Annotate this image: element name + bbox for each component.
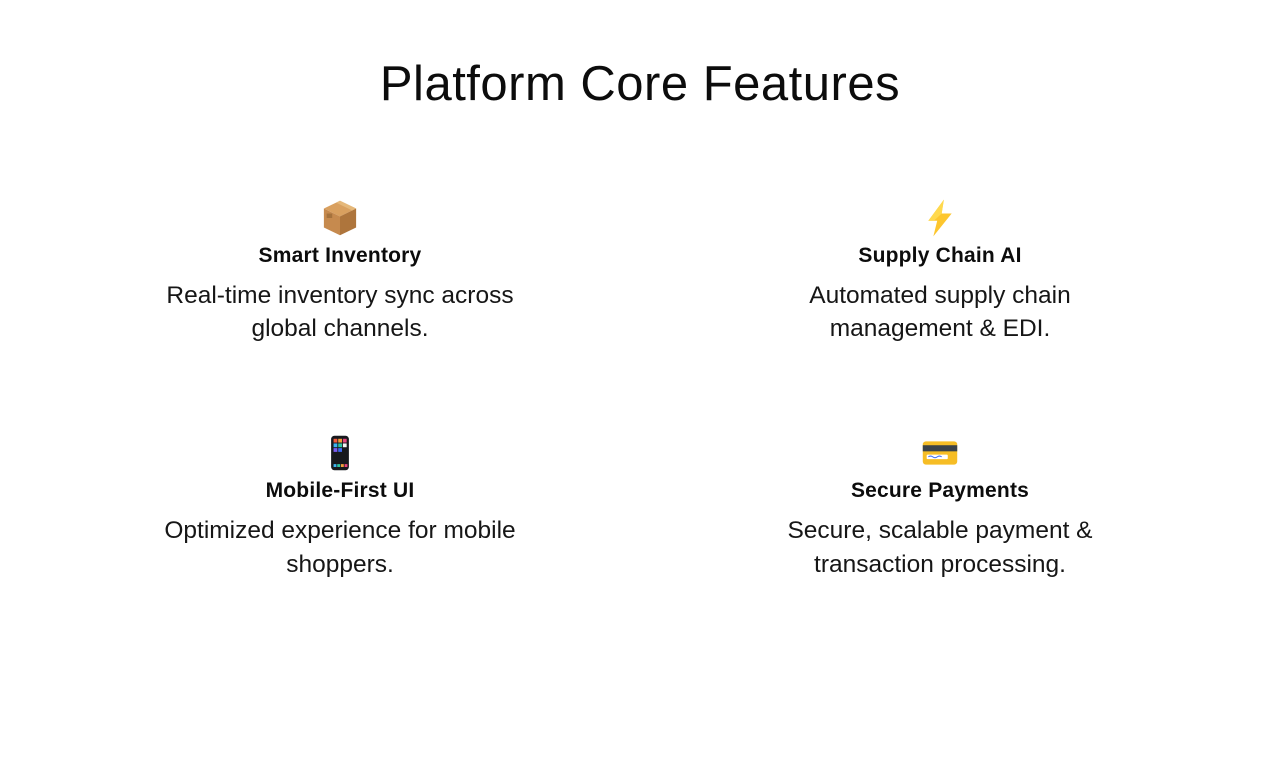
package-icon [60,196,620,240]
features-grid: Smart Inventory Real-time inventory sync… [60,196,1220,580]
feature-title: Secure Payments [850,479,1030,503]
feature-card-smart-inventory: Smart Inventory Real-time inventory sync… [60,196,620,345]
feature-title: Supply Chain AI [858,244,1022,268]
slide: Platform Core Features Smart Inventory R… [0,56,1280,776]
credit-card-icon [660,431,1220,475]
feature-title: Mobile-First UI [265,479,415,503]
feature-description: Optimized experience for mobile shoppers… [164,517,516,578]
page-title: Platform Core Features [379,57,901,111]
feature-description: Automated supply chain management & EDI. [809,282,1071,343]
feature-card-secure-payments: Secure Payments Secure, scalable payment… [660,431,1220,580]
lightning-icon [660,196,1220,240]
feature-title: Smart Inventory [258,244,422,268]
feature-description: Secure, scalable payment & transaction p… [787,517,1093,578]
smartphone-icon [60,431,620,475]
feature-description: Real-time inventory sync across global c… [166,282,514,343]
feature-card-supply-chain-ai: Supply Chain AI Automated supply chain m… [660,196,1220,345]
feature-card-mobile-first-ui: Mobile-First UI Optimized experience for… [60,431,620,580]
